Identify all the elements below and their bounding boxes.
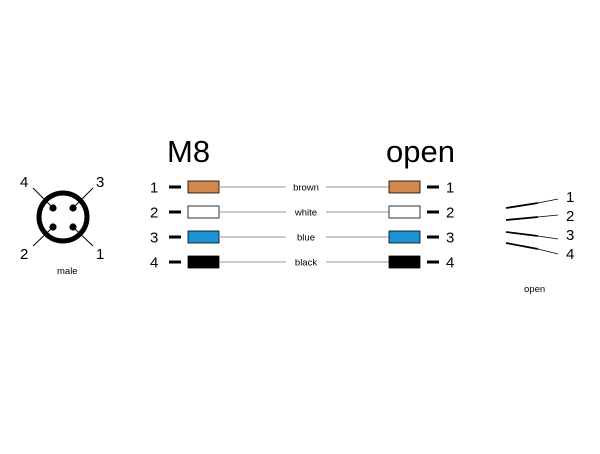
- left-pin-number: 2: [150, 205, 158, 222]
- open-end-pin-label-1: 1: [566, 189, 574, 206]
- right-color-swatch: [388, 180, 421, 194]
- right-pin-number: 3: [446, 230, 454, 247]
- open-end-pin-label-4: 4: [566, 246, 574, 263]
- connector-pin-label-1: 1: [96, 246, 104, 263]
- open-end-pin-label-2: 2: [566, 208, 574, 225]
- left-pin-number: 4: [150, 255, 158, 272]
- open-end-label: open: [524, 284, 545, 295]
- wire-row: 4 black 4: [150, 255, 454, 272]
- left-pin-tick: [169, 260, 181, 264]
- left-color-swatch: [187, 255, 220, 269]
- connector-outer-ring: [36, 190, 90, 244]
- open-end-wires: [505, 198, 559, 255]
- pin-leader-line: [32, 228, 52, 247]
- connector-gender-label: male: [57, 266, 78, 277]
- connector-pin-label-3: 3: [96, 174, 104, 191]
- right-pin-number: 4: [446, 255, 454, 272]
- left-pin-tick: [169, 185, 181, 189]
- wire-row: 2 white 2: [150, 205, 454, 222]
- left-color-swatch: [187, 205, 220, 219]
- connector-face: 4 3 2 1 male: [20, 174, 104, 277]
- open-end-pin-label-3: 3: [566, 227, 574, 244]
- open-wire: [505, 231, 539, 237]
- open-wire: [505, 202, 539, 209]
- open-wire: [505, 242, 539, 250]
- wire-color-name: white: [294, 208, 317, 219]
- right-color-swatch: [388, 255, 421, 269]
- open-end: 1 2 3 4 open: [505, 189, 574, 295]
- right-pin-tick: [427, 210, 439, 214]
- connector-pin-dot: [69, 204, 77, 212]
- right-color-swatch: [388, 230, 421, 244]
- connector-pin-label-2: 2: [20, 246, 28, 263]
- left-header: M8: [167, 134, 210, 169]
- left-pin-tick: [169, 210, 181, 214]
- right-header: open: [386, 134, 455, 169]
- right-pin-tick: [427, 260, 439, 264]
- wire-rows: 1 brown 1 2 white 2 3 blue 3 4 black 4: [150, 180, 454, 272]
- left-color-swatch: [187, 230, 220, 244]
- wire-row: 3 blue 3: [150, 230, 454, 247]
- wire-row: 1 brown 1: [150, 180, 454, 197]
- right-pin-number: 1: [446, 180, 454, 197]
- open-wire-end: [537, 235, 559, 240]
- left-pin-number: 1: [150, 180, 158, 197]
- left-pin-tick: [169, 235, 181, 239]
- right-pin-tick: [427, 235, 439, 239]
- open-wire-end: [537, 198, 559, 204]
- left-pin-number: 3: [150, 230, 158, 247]
- left-color-swatch: [187, 180, 220, 194]
- wire-color-name: black: [295, 258, 317, 269]
- pin-leader-line: [32, 187, 52, 207]
- wire-color-name: brown: [293, 183, 319, 194]
- right-pin-tick: [427, 185, 439, 189]
- pin-leader-line: [74, 187, 94, 207]
- right-color-swatch: [388, 205, 421, 219]
- connector-pin-dot: [49, 204, 57, 212]
- open-wire-end: [537, 248, 559, 255]
- connector-pin-dot: [49, 223, 57, 231]
- pin-leader-line: [74, 228, 94, 247]
- wire-color-name: blue: [297, 233, 315, 244]
- right-pin-number: 2: [446, 205, 454, 222]
- open-wire-end: [537, 214, 559, 218]
- connector-pin-dot: [69, 223, 77, 231]
- connector-pin-label-4: 4: [20, 174, 28, 191]
- open-wire: [505, 216, 539, 221]
